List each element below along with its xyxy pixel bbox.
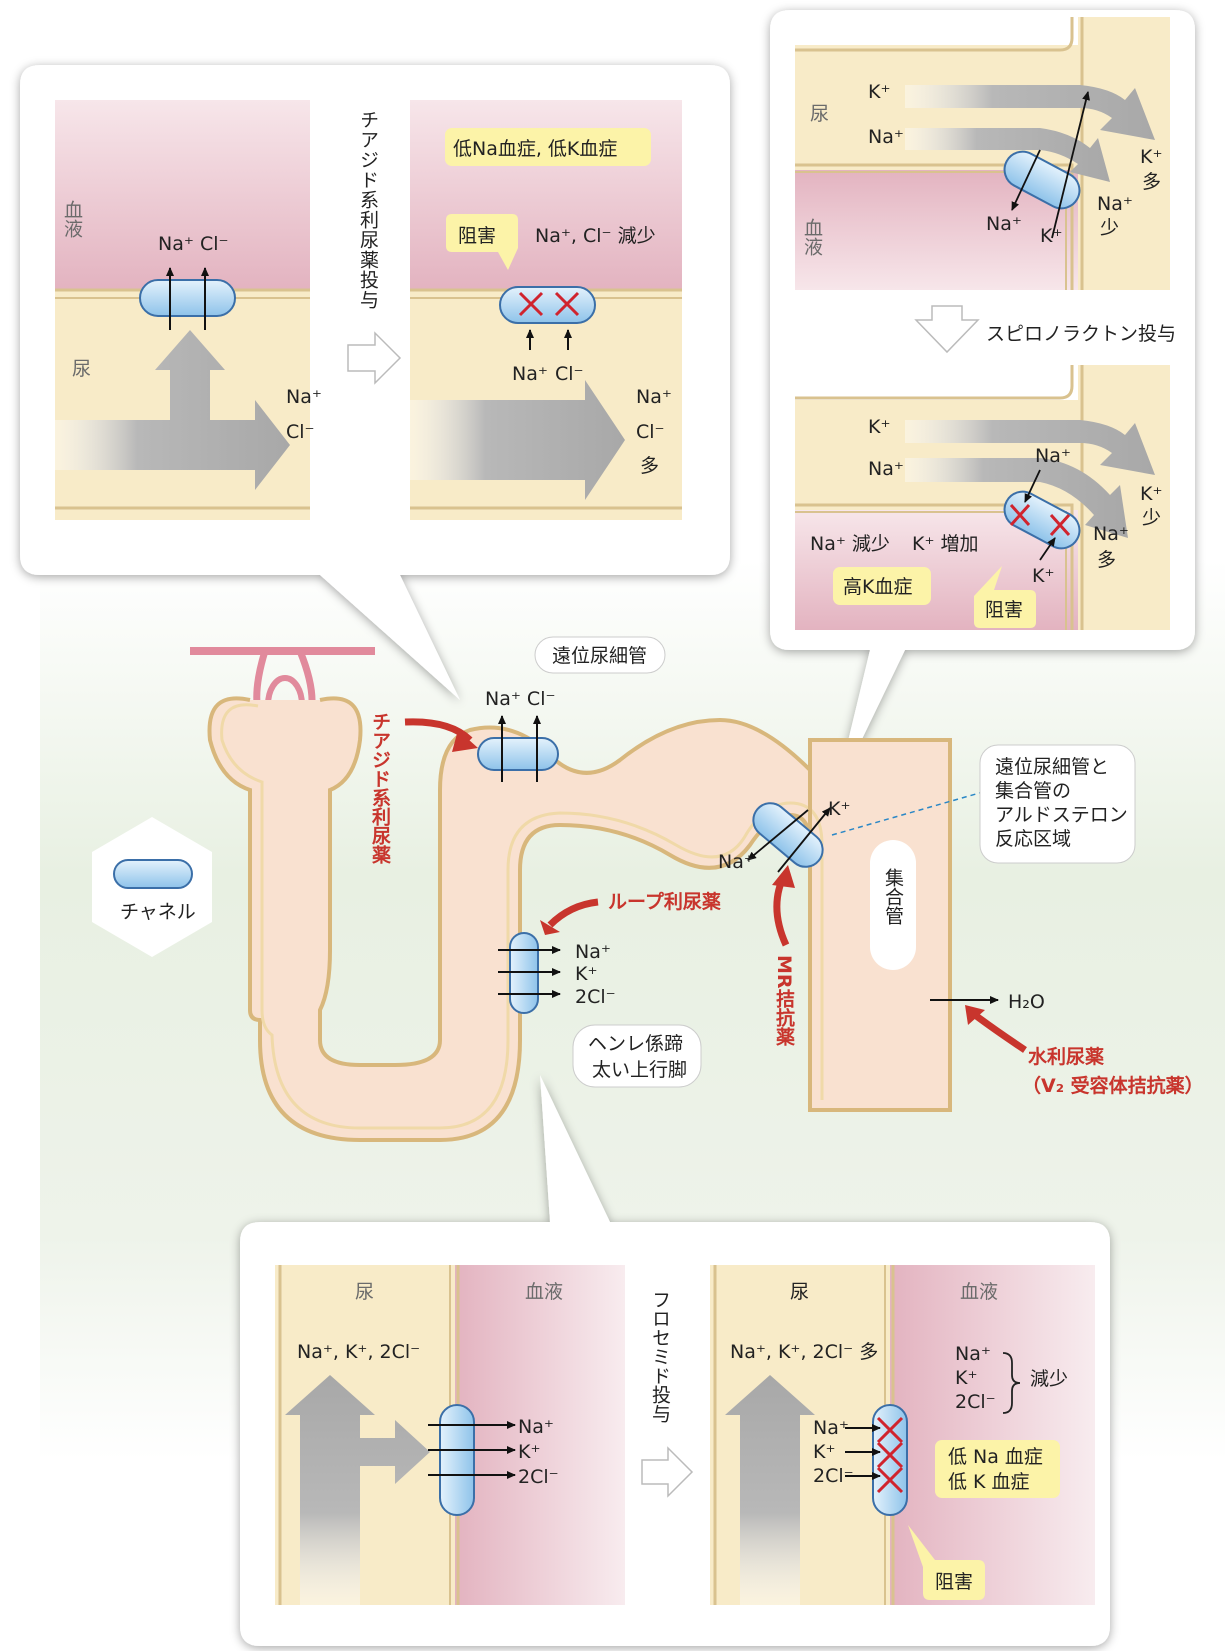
blood-na: Na⁺ bbox=[955, 1343, 991, 1365]
ion-na-2: Na⁺ bbox=[813, 1417, 849, 1439]
ion-k-2: K⁺ bbox=[813, 1441, 836, 1463]
label-blood-2: 血液 bbox=[960, 1281, 998, 1303]
loop-ion-na: Na⁺ bbox=[575, 941, 611, 963]
channel-label: チャネル bbox=[120, 901, 196, 923]
ion-na: Na⁺ bbox=[158, 233, 194, 255]
few-2: 少 bbox=[1142, 507, 1161, 529]
few: 少 bbox=[1100, 217, 1119, 239]
aldo-line1: 遠位尿細管と bbox=[995, 756, 1109, 778]
henle-line1: ヘンレ係蹄 bbox=[588, 1033, 683, 1055]
aldo-line2: 集合管の bbox=[995, 780, 1071, 802]
ion-cl-right: Cl⁻ bbox=[286, 421, 315, 443]
k-label: K⁺ bbox=[828, 798, 851, 820]
label-blood: 血液 bbox=[525, 1281, 563, 1303]
aquaretic-label: 水利尿薬 bbox=[1028, 1045, 1104, 1068]
na-decrease: Na⁺ 減少 bbox=[810, 533, 890, 555]
aldo-line4: 反応区域 bbox=[995, 828, 1071, 850]
henle-line2: 太い上行脚 bbox=[592, 1059, 687, 1081]
h2o-label: H₂O bbox=[1008, 991, 1045, 1013]
ion-k: K⁺ bbox=[868, 81, 891, 103]
label-blood: 血液 bbox=[801, 218, 823, 256]
furosemide-admin: フロセミド投与 bbox=[649, 1290, 671, 1423]
ion-k-channel: K⁺ bbox=[1032, 565, 1055, 587]
ions-label: Na⁺, K⁺, 2Cl⁻ bbox=[297, 1341, 420, 1363]
loop-ion-cl: 2Cl⁻ bbox=[575, 986, 616, 1008]
ion-cl: 2Cl⁻ bbox=[518, 1466, 559, 1488]
condition: 高K血症 bbox=[843, 576, 912, 598]
label-urine-2: 尿 bbox=[790, 1281, 809, 1303]
aquaretic-sub: （V₂ 受容体拮抗薬） bbox=[1022, 1074, 1204, 1097]
label-urine: 尿 bbox=[355, 1281, 374, 1303]
ion-cl-out: Cl⁻ bbox=[636, 421, 665, 443]
thiazide-admin: チアジド系利尿薬投与 bbox=[357, 110, 379, 310]
distal-tubule-label: 遠位尿細管 bbox=[552, 645, 647, 667]
ion-na: Na⁺ bbox=[518, 1416, 554, 1438]
decrease: 減少 bbox=[1030, 1368, 1068, 1390]
blood-k: K⁺ bbox=[955, 1367, 978, 1389]
ion-na-2: Na⁺ bbox=[868, 458, 904, 480]
ion-na-channel: Na⁺ bbox=[1035, 445, 1071, 467]
blood-cl: 2Cl⁻ bbox=[955, 1391, 996, 1413]
label-urine: 尿 bbox=[72, 358, 91, 380]
ion-na-blood: Na⁺ bbox=[986, 213, 1022, 235]
ion-k-blood: K⁺ bbox=[1040, 225, 1063, 247]
loop-ion-k: K⁺ bbox=[575, 963, 598, 985]
ion-na-bottom: Na⁺ bbox=[512, 363, 548, 385]
block-label: 阻害 bbox=[458, 225, 496, 247]
ion-k-out-2: K⁺ bbox=[1140, 483, 1163, 505]
loop-diuretic-label: ループ利尿薬 bbox=[608, 890, 721, 913]
ion-k-out: K⁺ bbox=[1140, 146, 1163, 168]
mr-antagonist-label: MR拮抗薬 bbox=[773, 955, 796, 1046]
ion-na-out-2: Na⁺ bbox=[1093, 523, 1129, 545]
ion-cl-bottom: Cl⁻ bbox=[555, 363, 584, 385]
ion-k: K⁺ bbox=[518, 1441, 541, 1463]
label-urine: 尿 bbox=[810, 103, 829, 125]
many-label: 多 bbox=[640, 455, 659, 477]
ion-cl-2: 2Cl⁻ bbox=[813, 1465, 854, 1487]
aldo-line3: アルドステロン bbox=[995, 804, 1128, 826]
ion-na-out: Na⁺ bbox=[1097, 193, 1133, 215]
ion-k-2: K⁺ bbox=[868, 416, 891, 438]
collecting-duct-label: 集合管 bbox=[882, 868, 904, 925]
many-2: 多 bbox=[1097, 549, 1116, 571]
ion-cl: Cl⁻ bbox=[200, 233, 229, 255]
k-increase: K⁺ 増加 bbox=[912, 533, 979, 555]
thiazide-label: チアジド系利尿薬 bbox=[369, 712, 392, 865]
block-label: 阻害 bbox=[935, 1571, 973, 1593]
ion-na-out: Na⁺ bbox=[636, 386, 672, 408]
top-ions: Na⁺ Cl⁻ bbox=[485, 688, 556, 710]
ion-na-right: Na⁺ bbox=[286, 386, 322, 408]
block-label: 阻害 bbox=[985, 599, 1023, 621]
many: 多 bbox=[1142, 171, 1161, 193]
spiro-admin: スピロノラクトン投与 bbox=[986, 323, 1176, 345]
condition-2: 低 K 血症 bbox=[948, 1471, 1030, 1493]
condition: 低Na血症, 低K血症 bbox=[453, 138, 617, 160]
na-label: Na⁺ bbox=[718, 851, 754, 873]
decrease-label: Na⁺, Cl⁻ 減少 bbox=[535, 225, 656, 247]
condition-1: 低 Na 血症 bbox=[948, 1446, 1043, 1468]
ion-na: Na⁺ bbox=[868, 126, 904, 148]
ions-many-label: Na⁺, K⁺, 2Cl⁻ 多 bbox=[730, 1341, 878, 1363]
label-blood: 血液 bbox=[61, 200, 83, 238]
